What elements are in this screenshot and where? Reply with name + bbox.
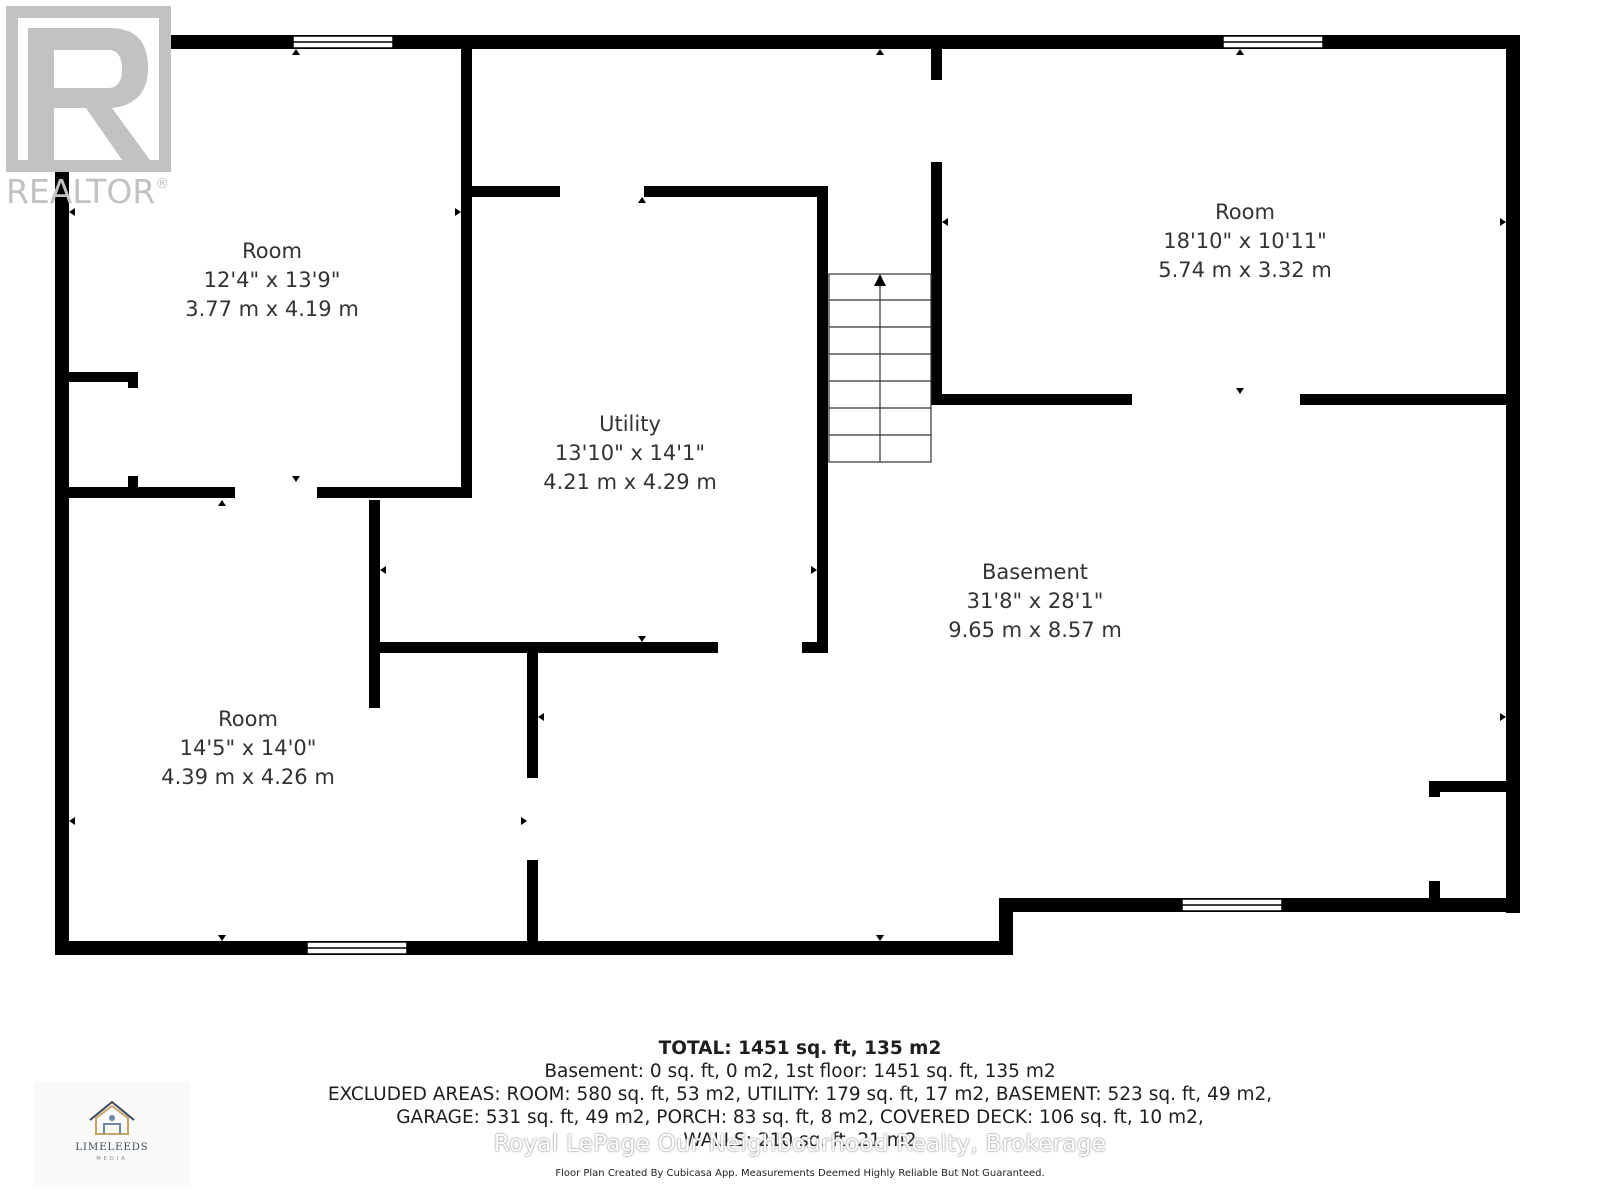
room-dimensions-imperial: 31'8" x 28'1"	[966, 589, 1104, 613]
room-dimensions-imperial: 12'4" x 13'9"	[203, 268, 341, 292]
room-dimensions-metric: 4.21 m x 4.29 m	[543, 470, 717, 494]
dimension-markers	[69, 49, 1506, 941]
summary-line: GARAGE: 531 sq. ft, 49 m2, PORCH: 83 sq.…	[396, 1107, 1204, 1128]
wall	[461, 186, 828, 197]
wall	[128, 372, 138, 388]
window	[1222, 35, 1324, 49]
registered-mark: ®	[155, 176, 170, 192]
door-opening	[718, 640, 802, 655]
realtor-logo-mark	[6, 6, 171, 172]
door-opening	[929, 80, 944, 162]
room-dimensions-metric: 3.77 m x 4.19 m	[185, 297, 359, 321]
window	[306, 941, 408, 955]
wall	[55, 372, 138, 382]
room-dimensions-imperial: 18'10" x 10'11"	[1163, 229, 1327, 253]
summary-line: Basement: 0 sq. ft, 0 m2, 1st floor: 145…	[544, 1061, 1056, 1082]
room-name: Room	[242, 239, 302, 263]
room-dimensions-metric: 4.39 m x 4.26 m	[161, 765, 335, 789]
window	[292, 35, 394, 49]
total-area: TOTAL: 1451 sq. ft, 135 m2	[658, 1038, 942, 1059]
wall	[999, 898, 1013, 955]
wall	[369, 500, 380, 708]
door-opening	[1427, 797, 1441, 881]
wall	[380, 642, 828, 653]
windows	[292, 35, 1324, 955]
room-name: Room	[1215, 200, 1275, 224]
area-summary: TOTAL: 1451 sq. ft, 135 m2 Basement: 0 s…	[300, 1037, 1300, 1152]
room-label-top-left: Room 12'4" x 13'9" 3.77 m x 4.19 m	[172, 237, 372, 324]
door-opening	[126, 388, 140, 476]
stairs	[828, 273, 932, 463]
house-logo-icon	[89, 1100, 135, 1135]
room-label-bottom-left: Room 14'5" x 14'0" 4.39 m x 4.26 m	[138, 705, 358, 792]
room-dimensions-imperial: 14'5" x 14'0"	[179, 736, 317, 760]
realtor-logo: REALTOR®	[6, 172, 169, 211]
door-opening	[560, 184, 644, 199]
openings	[126, 80, 1441, 881]
door-opening	[235, 485, 317, 500]
wall	[461, 35, 472, 498]
wall	[128, 476, 138, 492]
room-dimensions-metric: 9.65 m x 8.57 m	[948, 618, 1122, 642]
room-label-utility: Utility 13'10" x 14'1" 4.21 m x 4.29 m	[520, 410, 740, 497]
room-label-top-right: Room 18'10" x 10'11" 5.74 m x 3.32 m	[1115, 198, 1375, 285]
wall	[1506, 35, 1520, 913]
limeleeds-subtitle: MEDIA	[96, 1156, 128, 1162]
door-opening	[525, 778, 540, 860]
wall	[1429, 881, 1440, 898]
door-opening	[1132, 392, 1300, 407]
room-dimensions-metric: 5.74 m x 3.32 m	[1158, 258, 1332, 282]
stairs-arrow-icon	[874, 274, 886, 286]
wall	[931, 35, 942, 405]
wall	[1429, 781, 1440, 797]
room-label-basement: Basement 31'8" x 28'1" 9.65 m x 8.57 m	[915, 558, 1155, 645]
floor-plan-credit: Floor Plan Created By Cubicasa App. Meas…	[555, 1168, 1045, 1179]
room-name: Basement	[981, 560, 1089, 584]
room-name: Room	[218, 707, 278, 731]
summary-line: WALLS: 210 sq. ft, 21 m2	[683, 1130, 917, 1151]
wall	[817, 186, 828, 653]
room-name: Utility	[599, 412, 661, 436]
summary-line: EXCLUDED AREAS: ROOM: 580 sq. ft, 53 m2,…	[327, 1084, 1273, 1105]
wall	[55, 35, 1520, 49]
limeleeds-logo: LIMELEEDS MEDIA	[34, 1082, 190, 1188]
window	[1181, 898, 1283, 912]
realtor-logo-text: REALTOR	[6, 172, 156, 211]
wall	[1429, 781, 1520, 792]
limeleeds-name: LIMELEEDS	[75, 1142, 149, 1153]
brokerage-watermark: Royal LePage Our Neighbourhood Realty, B…	[493, 1131, 1107, 1157]
room-dimensions-imperial: 13'10" x 14'1"	[554, 441, 706, 465]
